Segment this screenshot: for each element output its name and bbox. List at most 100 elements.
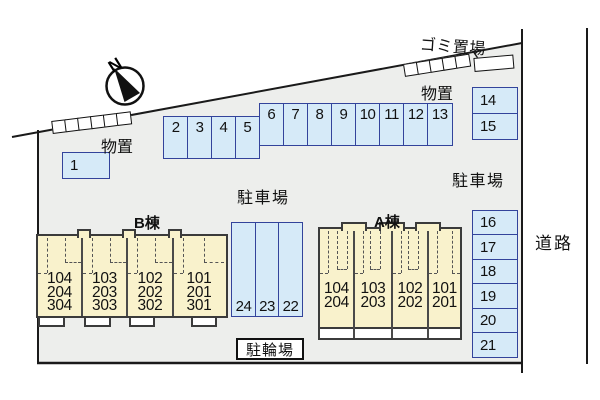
balcony-dash	[452, 231, 453, 273]
building-a-unit-rooms: 103 203	[355, 280, 391, 311]
parking-space-5: 5	[234, 116, 260, 159]
building-b-tab	[77, 229, 91, 238]
building-a-tab	[341, 222, 367, 231]
balcony-dash	[337, 269, 347, 270]
balcony-dash	[38, 273, 47, 274]
room-number: 104	[47, 270, 72, 287]
building-a-tab	[415, 222, 441, 231]
building-b-unit-rooms: 103 203 303	[83, 270, 126, 314]
unit-divider	[353, 229, 355, 338]
building-a-label: A棟	[374, 214, 400, 231]
building-a-unit-rooms: 104 204	[320, 280, 353, 309]
building-b-tab	[168, 229, 182, 238]
room-number: 302	[137, 297, 163, 314]
parking-space-14: 14	[472, 87, 518, 115]
parking-row-2-5: 2 3 4 5	[163, 116, 260, 159]
parking-row-6-13: 6 7 8 9 10 11 12 13	[258, 103, 453, 146]
parking-space-4: 4	[210, 116, 237, 159]
room-number: 103	[360, 280, 386, 297]
balcony-dash	[155, 238, 156, 262]
balcony-dash	[370, 269, 380, 270]
parking-col-14-15: 14 15	[472, 87, 518, 140]
balcony-dash	[408, 269, 418, 270]
balcony-dash	[452, 273, 460, 274]
parking-space-3: 3	[186, 116, 213, 159]
building-a: 104 204 103 203 102 202 101 201	[318, 222, 462, 340]
bicycle-parking-label: 駐輪場	[236, 338, 304, 360]
balcony-dash	[380, 231, 381, 269]
balcony-dash	[418, 231, 419, 269]
room-number: 301	[186, 297, 212, 314]
parking-space-9: 9	[330, 103, 357, 146]
room-number: 103	[92, 270, 117, 287]
parking-space-1: 1	[62, 152, 110, 179]
balcony-dash	[47, 238, 48, 273]
parking-space-17: 17	[472, 234, 518, 261]
unit-divider	[391, 229, 393, 338]
balcony-dash	[65, 238, 66, 262]
building-b: 104 204 304 103 203 303 102 202 302 101	[36, 229, 228, 318]
balcony-dash	[401, 231, 402, 273]
storage-shed	[115, 111, 132, 127]
building-a-tab	[379, 222, 405, 231]
room-number: 202	[137, 283, 163, 301]
parking-space-11: 11	[378, 103, 405, 146]
parking-space-8: 8	[306, 103, 333, 146]
balcony-dash	[328, 231, 329, 273]
entrance-porch	[84, 316, 111, 327]
building-b-unit-rooms: 101 201 301	[174, 271, 224, 314]
unit-divider	[81, 236, 83, 316]
parking-row-22-24: 24 23 22	[231, 222, 303, 317]
room-number: 202	[397, 293, 423, 311]
parking-space-23: 23	[254, 222, 280, 317]
balcony-dash	[65, 262, 81, 263]
building-b-label: B棟	[134, 215, 160, 232]
parking-space-24: 24	[231, 222, 256, 317]
balcony-dash	[320, 273, 328, 274]
building-a-walkway	[320, 327, 460, 338]
entrance-porch	[191, 316, 217, 327]
parking-space-16: 16	[472, 210, 518, 236]
room-number: 203	[360, 293, 386, 311]
parking-space-number: 1	[62, 152, 110, 179]
parking-space-18: 18	[472, 258, 518, 285]
room-number: 104	[324, 280, 349, 297]
balcony-dash	[393, 273, 401, 274]
storage-left-label: 物置	[101, 139, 134, 156]
room-number: 102	[397, 280, 423, 297]
room-number: 304	[47, 297, 72, 314]
balcony-dash	[337, 231, 338, 269]
parking-col-16-21: 16 17 18 19 20 21	[472, 210, 518, 359]
room-number: 303	[92, 297, 117, 314]
room-number: 201	[186, 283, 212, 301]
road-label: 道路	[535, 234, 573, 253]
parking-center-label: 駐車場	[237, 190, 290, 207]
balcony-dash	[355, 273, 363, 274]
balcony-dash	[174, 273, 183, 274]
room-number: 203	[92, 283, 117, 301]
balcony-dash	[110, 238, 111, 262]
parking-space-12: 12	[402, 103, 429, 146]
parking-space-13: 13	[426, 103, 453, 146]
parking-space-22: 22	[278, 222, 303, 317]
parking-space-15: 15	[472, 112, 518, 140]
room-number: 102	[137, 270, 163, 287]
room-number: 204	[47, 283, 72, 301]
parking-space-19: 19	[472, 283, 518, 310]
balcony-dash	[204, 238, 205, 262]
parking-space-20: 20	[472, 307, 518, 334]
balcony-dash	[429, 273, 437, 274]
balcony-dash	[370, 231, 371, 269]
room-number: 201	[432, 293, 457, 311]
parking-space-21: 21	[472, 332, 518, 359]
balcony-dash	[128, 273, 137, 274]
balcony-dash	[137, 238, 138, 273]
balcony-dash	[92, 238, 93, 273]
entrance-porch	[129, 316, 155, 327]
balcony-dash	[183, 238, 184, 273]
balcony-dash	[363, 231, 364, 273]
building-a-unit-rooms: 102 202	[393, 280, 427, 311]
parking-space-6: 6	[258, 103, 285, 146]
balcony-dash	[155, 262, 172, 263]
